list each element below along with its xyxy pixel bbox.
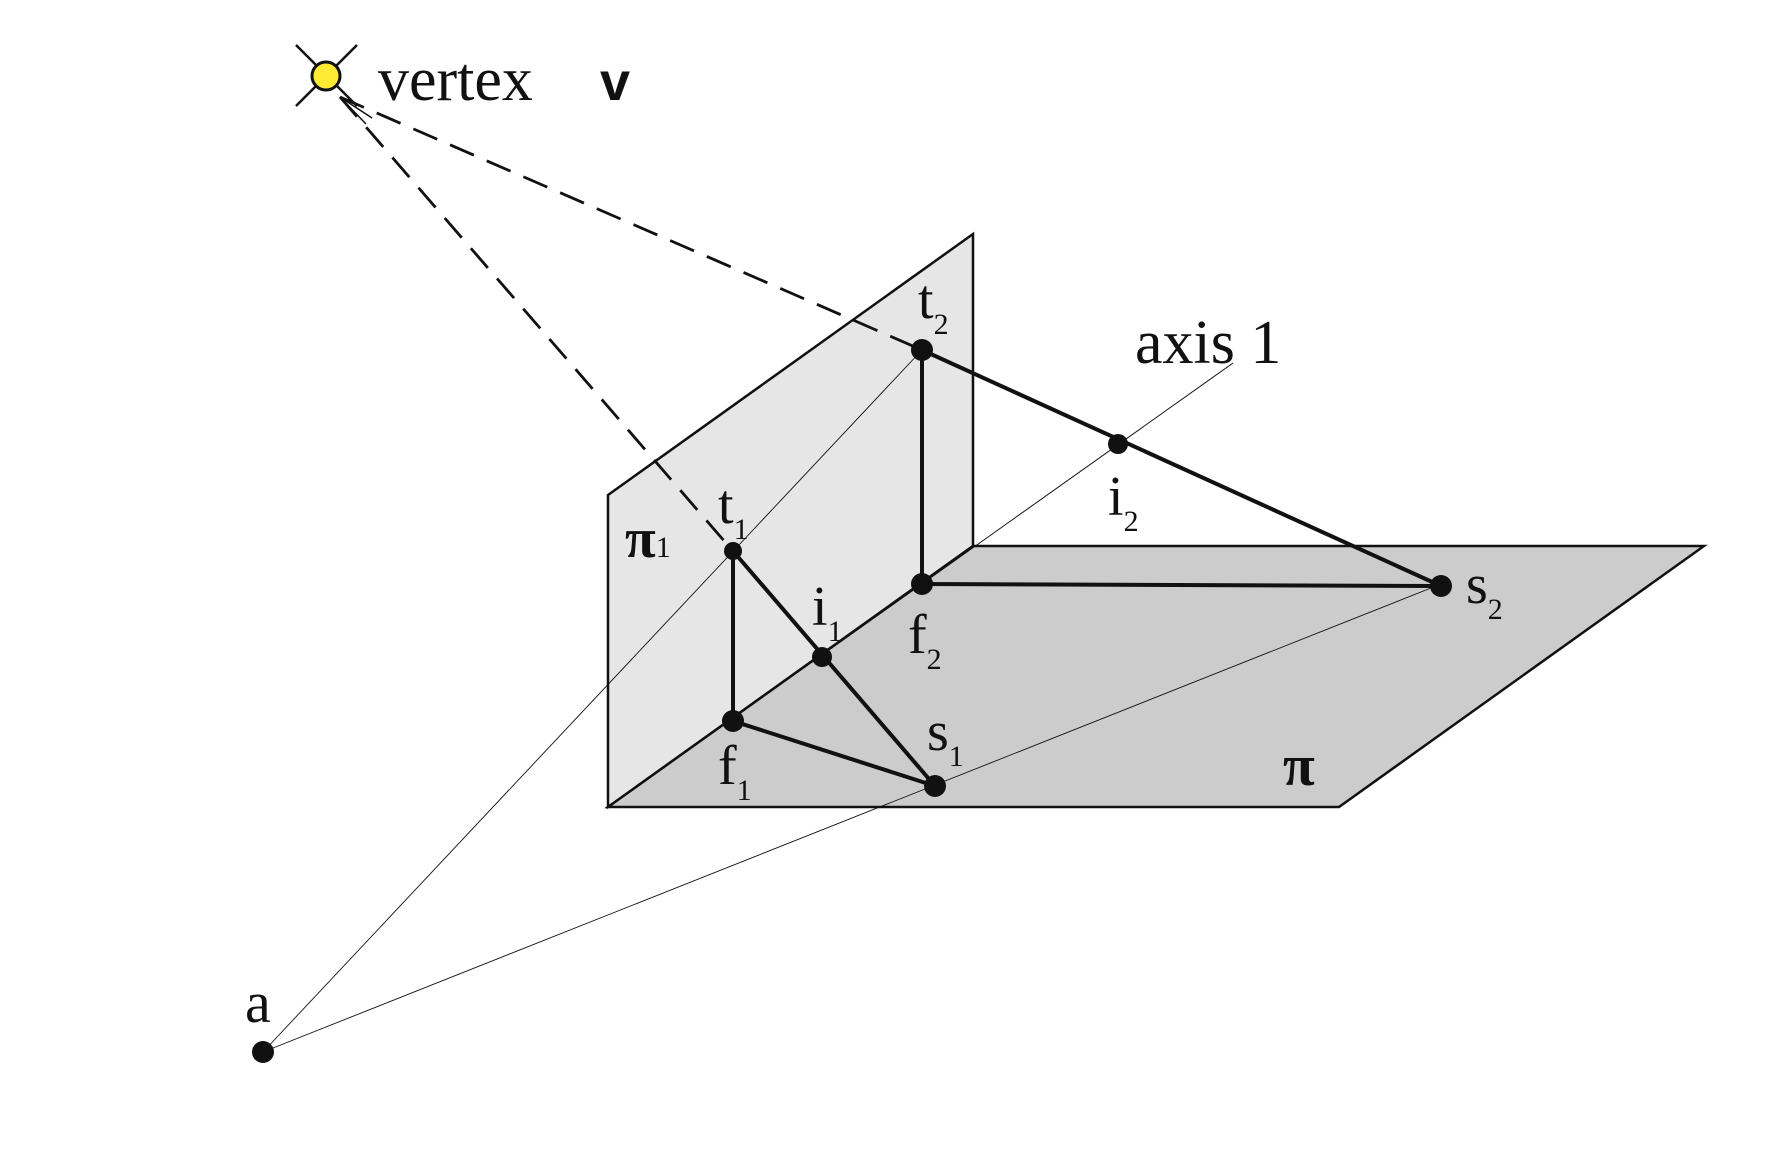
point-i1 [812, 647, 832, 667]
segment-f1-s1 [731, 719, 937, 788]
pi-label: π [1283, 733, 1315, 798]
t2-sub: 2 [934, 308, 949, 341]
point-t2 [911, 339, 933, 361]
dashed-line-vertex-t1 [338, 96, 734, 551]
i1-main: i [812, 576, 828, 638]
f1-main: f [718, 735, 737, 797]
t1-label: t1 [718, 474, 749, 546]
point-s1 [924, 775, 946, 797]
segment-t1-s1 [731, 549, 937, 788]
f2-sub: 2 [927, 643, 942, 676]
pi1-main: π [625, 508, 656, 570]
f1-sub: 1 [737, 774, 752, 807]
point-f2 [911, 573, 933, 595]
figure-lines [731, 348, 1443, 788]
t2-main: t [918, 269, 934, 331]
vertex-word: vertex [378, 46, 533, 114]
i1-sub: 1 [828, 615, 843, 648]
i2-sub: 2 [1124, 505, 1139, 538]
f2-label: f2 [908, 604, 942, 676]
pi1-sub: 1 [656, 531, 671, 564]
pi1-label: π1 [625, 508, 671, 570]
i2-label: i2 [1108, 466, 1139, 538]
s2-label: s2 [1466, 554, 1503, 626]
s2-sub: 2 [1488, 593, 1503, 626]
point-f1 [722, 710, 744, 732]
projection-line-a-s2 [262, 583, 1442, 1053]
s1-label: s1 [927, 701, 964, 773]
segment-t2-s2 [920, 348, 1443, 588]
vertex-letter: v [600, 52, 630, 112]
t2-label: t2 [918, 269, 949, 341]
s2-main: s [1466, 554, 1488, 616]
point-i2 [1108, 434, 1128, 454]
point-t1 [724, 542, 742, 560]
f1-label: f1 [718, 735, 752, 807]
point-a [252, 1041, 274, 1063]
segment-f2-s2 [920, 582, 1443, 588]
plane-pi [604, 544, 1708, 809]
projection-line-a-t2 [262, 349, 923, 1053]
point-s2 [1430, 575, 1452, 597]
i2-main: i [1108, 466, 1124, 528]
yellow-point-with-cross-icon [295, 44, 373, 125]
i1-label: i1 [812, 576, 843, 648]
f2-main: f [908, 604, 927, 666]
t1-main: t [718, 474, 734, 536]
points [252, 339, 1452, 1063]
a-label: a [245, 970, 271, 1035]
dashed-line-vertex-t2 [339, 95, 923, 352]
s1-sub: 1 [949, 740, 964, 773]
axis-label: axis 1 [1135, 309, 1281, 377]
s1-main: s [927, 701, 949, 763]
t1-sub: 1 [734, 513, 749, 546]
